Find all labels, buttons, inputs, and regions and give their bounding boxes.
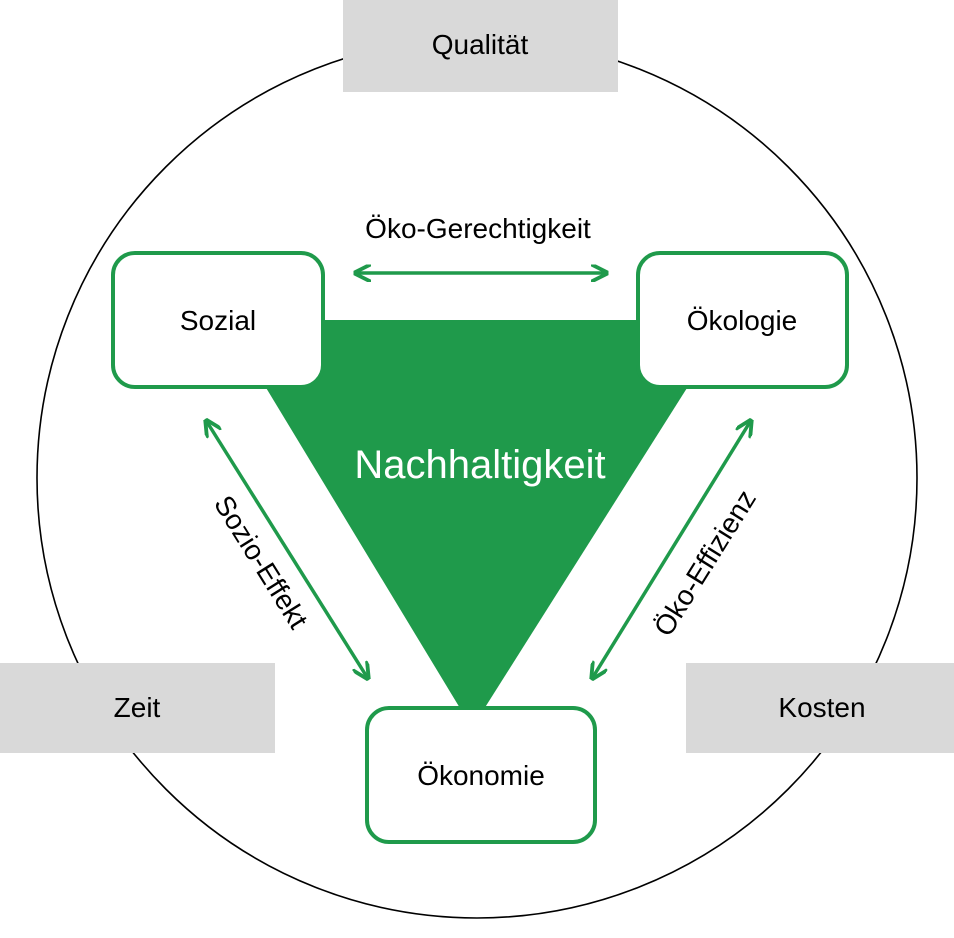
constraint-right-label: Kosten <box>778 692 865 723</box>
center-label: Nachhaltigkeit <box>354 443 605 487</box>
pillar-social-box: Sozial <box>111 251 325 389</box>
pillar-ecology-label: Ökologie <box>687 305 798 336</box>
pillar-social-label: Sozial <box>180 305 256 336</box>
relation-social-economy-label: Sozio-Effekt <box>208 490 314 634</box>
constraint-left-box: Zeit <box>0 663 275 753</box>
relation-social-ecology-label: Öko-Gerechtigkeit <box>365 213 591 244</box>
pillar-economy-label: Ökonomie <box>417 760 545 791</box>
constraint-right-box: Kosten <box>686 663 954 753</box>
relation-social-economy-arrow <box>207 422 367 677</box>
pillar-economy-box: Ökonomie <box>365 706 597 844</box>
constraint-top-box: Qualität <box>343 0 618 92</box>
relation-ecology-economy-arrow <box>593 422 750 677</box>
constraint-top-label: Qualität <box>432 29 529 60</box>
constraint-left-label: Zeit <box>114 692 161 723</box>
pillar-ecology-box: Ökologie <box>636 251 849 389</box>
